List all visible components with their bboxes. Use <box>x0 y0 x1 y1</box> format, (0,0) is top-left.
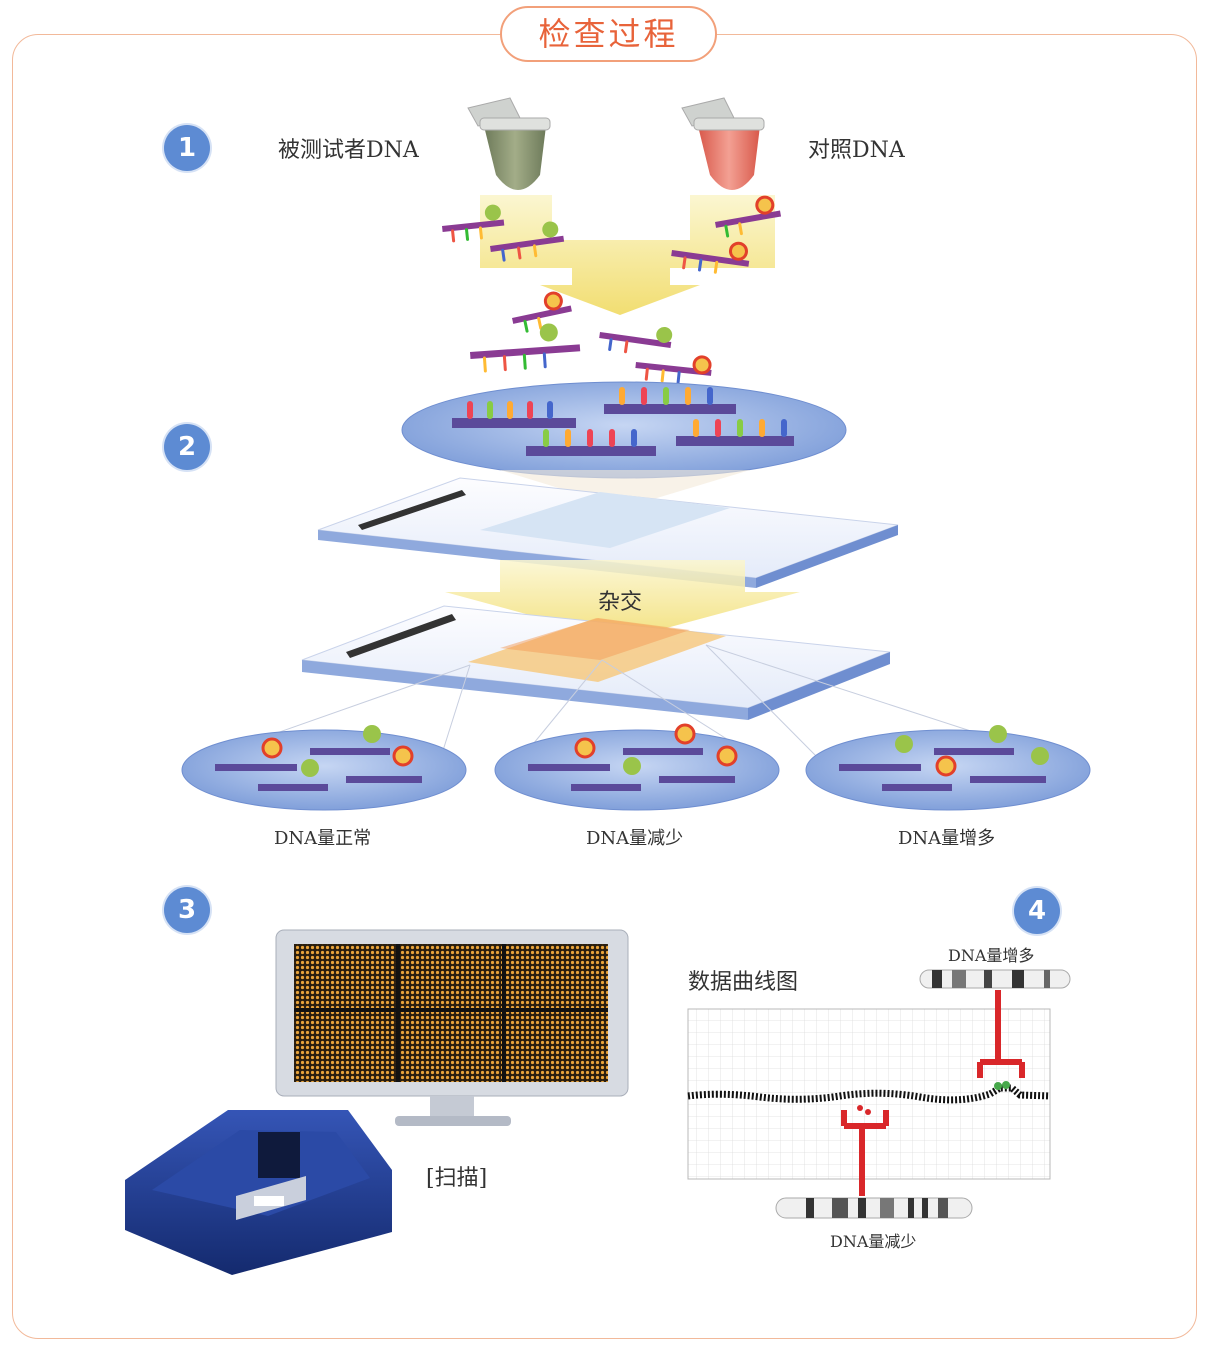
scan-label: [扫描] <box>426 1166 488 1191</box>
data-plot-title: 数据曲线图 <box>688 970 799 995</box>
disc-increase <box>805 725 1091 811</box>
plot-decrease-label: DNA量减少 <box>830 1232 917 1251</box>
scanner-device <box>125 1110 392 1275</box>
chromosome-increase <box>919 969 1071 1078</box>
hybridize-label: 杂交 <box>598 590 643 615</box>
test-tube-subject <box>467 97 551 190</box>
step-3-badge: 3 <box>164 887 210 933</box>
step-2-badge: 2 <box>164 424 210 470</box>
hybridize-arrow <box>445 560 800 640</box>
page-title: 检查过程 <box>500 6 717 62</box>
subject-dna-label: 被测试者DNA <box>278 138 419 163</box>
probe-array-disc <box>401 381 847 508</box>
normal-label: DNA量正常 <box>274 828 372 849</box>
control-dna-label: 对照DNA <box>808 138 905 163</box>
test-tube-control <box>681 97 765 190</box>
step-4-badge: 4 <box>1014 888 1060 934</box>
labeled-dna-fragments <box>442 195 782 385</box>
data-plot <box>687 1008 1051 1180</box>
decrease-label: DNA量减少 <box>586 828 684 849</box>
plot-increase-label: DNA量增多 <box>948 946 1035 965</box>
merge-funnel-arrow <box>480 195 775 315</box>
chromosome-decrease <box>775 1110 973 1219</box>
increase-label: DNA量增多 <box>898 828 996 849</box>
disc-decrease <box>494 723 780 811</box>
monitor <box>275 929 629 1126</box>
step-1-badge: 1 <box>164 125 210 171</box>
disc-normal <box>181 725 467 811</box>
